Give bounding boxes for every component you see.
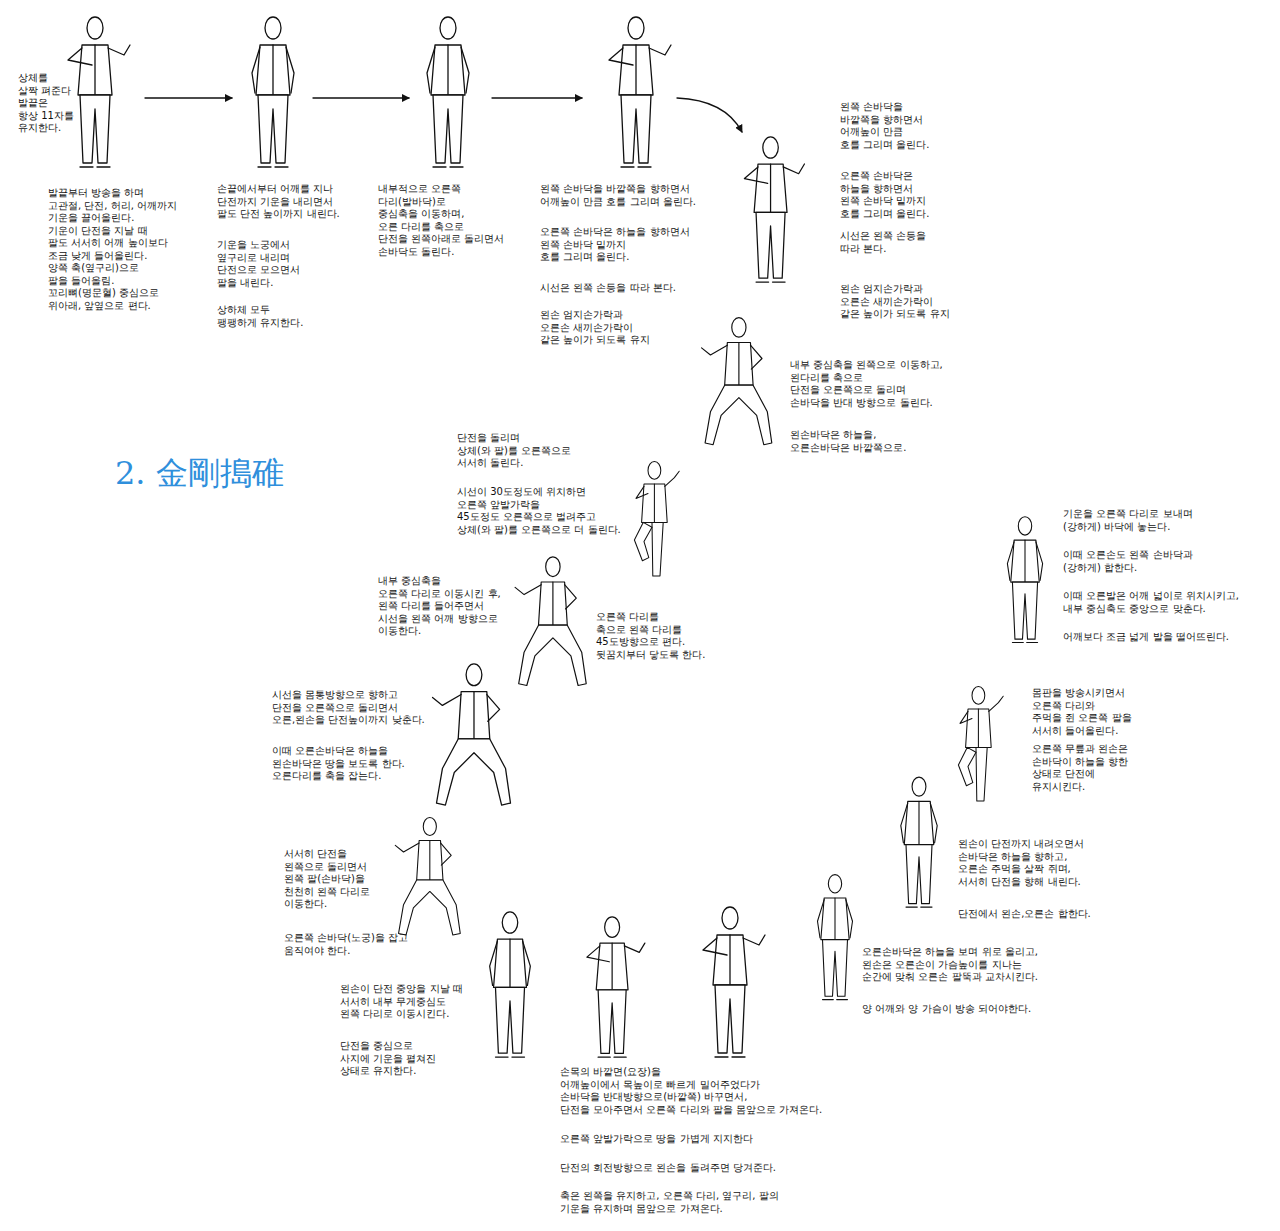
step-note: 오른쪽 손바닥(노궁)을 잡고 움직여야 한다. xyxy=(284,932,408,957)
step-note: 시선이 30도정도에 위치하면 오른쪽 앞발가락을 45도정도 오른쪽으로 벌려… xyxy=(457,486,621,536)
step-note: 왼쪽 손바닥을 바깥쪽을 향하면서 어깨높이 만큼 호를 그리며 올린다. xyxy=(840,101,930,151)
step-note: 내부적으로 오른쪽 다리(발바닥)로 중심축을 이동하며, 오른 다리를 축으로… xyxy=(378,183,504,258)
step-note: 손끝에서부터 어깨를 지나 단전까지 기운을 내리면서 팔도 단전 높이까지 내… xyxy=(217,183,340,221)
step-note: 내부 중심축을 오른쪽 다리로 이동시킨 후, 왼쪽 다리를 들어주면서 시선을… xyxy=(378,575,501,638)
step-note: 내부 중심축을 왼쪽으로 이동하고, 왼다리를 축으로 단전을 오른쪽으로 돌리… xyxy=(790,359,943,409)
step-note: 이때 오른발은 어깨 넓이로 위치시키고, 내부 중심축도 중앙으로 맞춘다. xyxy=(1063,590,1239,615)
step-note: 기운을 노궁에서 옆구리로 내리며 단전으로 모으면서 팔을 내린다. xyxy=(217,239,300,289)
step-note: 시선을 몸통방향으로 향하고 단전을 오른쪽으로 돌리면서 오른,왼손을 단전높… xyxy=(272,689,425,727)
step-note: 양 어깨와 양 가슴이 방송 되어야한다. xyxy=(862,1003,1031,1016)
step-note: 어깨보다 조금 넓게 발을 떨어뜨린다. xyxy=(1063,631,1229,644)
step-note: 시선은 왼쪽 손등을 따라 본다. xyxy=(840,230,926,255)
step-note: 몸판을 방송시키면서 오른쪽 다리와 주먹을 쥔 오른쪽 팔을 서서히 들어올린… xyxy=(1032,687,1132,737)
step-note: 오른쪽 다리를 축으로 왼쪽 다리를 45도방향으로 편다. 뒷꿈치부터 닿도록… xyxy=(596,611,706,661)
step-note: 시선은 왼쪽 손등을 따라 본다. xyxy=(540,282,676,295)
step-note: 단전을 돌리며 상체(와 팔)를 오른쪽으로 서서히 돌린다. xyxy=(457,432,571,470)
step-note: 손목의 바깥면(요장)을 어깨높이에서 목높이로 빠르게 밀어주었다가 손바닥을… xyxy=(560,1066,822,1116)
step-note: 오른손바닥은 하늘을 보며 위로 올리고, 왼손은 오른손이 가슴높이를 지나는… xyxy=(862,946,1038,984)
step-note: 왼손 엄지손가락과 오른손 새끼손가락이 같은 높이가 되도록 유지 xyxy=(540,309,650,347)
figures xyxy=(68,17,1043,1057)
step-note: 왼쪽 손바닥을 바깥쪽을 향하면서 어깨높이 만큼 호를 그리며 올린다. xyxy=(540,183,696,208)
step-note: 왼손 엄지손가락과 오른손 새끼손가락이 같은 높이가 되도록 유지 xyxy=(840,283,950,321)
step-note: 단전을 중심으로 사지에 기운을 펼쳐진 상태로 유지한다. xyxy=(340,1040,436,1078)
step-note: 이때 오른손도 왼쪽 손바닥과 (강하게) 합한다. xyxy=(1063,549,1193,574)
form-title: 2. 金剛搗碓 xyxy=(115,455,284,491)
step-note: 단전의 회전방향으로 왼손을 돌려주면 당겨준다. xyxy=(560,1162,776,1175)
step-note: 왼손이 단전 중앙을 지날 때 서서히 내부 무게중심도 왼쪽 다리로 이동시킨… xyxy=(340,983,463,1021)
step-note: 서서히 단전을 왼쪽으로 돌리면서 왼쪽 팔(손바닥)을 천천히 왼쪽 다리로 … xyxy=(284,848,370,911)
step-note: 기운을 오른쪽 다리로 보내며 (강하게) 바닥에 놓는다. xyxy=(1063,508,1193,533)
step-note: 상하체 모두 팽팽하게 유지한다. xyxy=(217,304,303,329)
step-note: 오른쪽 손바닥은 하늘을 향하면서 왼쪽 손바닥 밑까지 호를 그리며 올린다. xyxy=(840,170,930,220)
step-note: 상체를 살짝 펴준다 발끝은 항상 11자를 유지한다. xyxy=(18,72,74,135)
step-note: 발끝부터 방송을 하며 고관절, 단전, 허리, 어깨까지 기운을 끌어올린다.… xyxy=(48,187,177,312)
step-note: 축은 왼쪽을 유지하고, 오른쪽 다리, 옆구리, 팔의 기운을 유지하며 몸앞… xyxy=(560,1190,779,1215)
step-note: 이때 오른손바닥은 하늘을 왼손바닥은 땅을 보도록 한다. 오른다리를 축을 … xyxy=(272,745,405,783)
step-note: 단전에서 왼손,오른손 합한다. xyxy=(958,908,1091,921)
step-note: 왼손이 단전까지 내려오면서 손바닥은 하늘을 향하고, 오른손 주먹을 살짝 … xyxy=(958,838,1084,888)
step-note: 오른쪽 무릎과 왼손은 손바닥이 하늘을 향한 상태로 단전에 유지시킨다. xyxy=(1032,743,1128,793)
step-note: 오른쪽 앞발가락으로 땅을 가볍게 지지한다 xyxy=(560,1133,753,1146)
step-note: 왼손바닥은 하늘을, 오른손바닥은 바깥쪽으로. xyxy=(790,429,906,454)
step-note: 오른쪽 손바닥은 하늘을 향하면서 왼쪽 손바닥 밑까지 호를 그리며 올린다. xyxy=(540,226,690,264)
